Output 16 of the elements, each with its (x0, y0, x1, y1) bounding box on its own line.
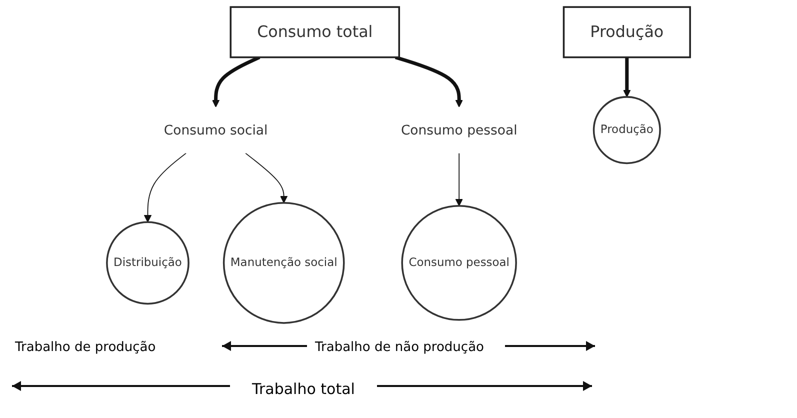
arrow (144, 152, 186, 222)
node-circle: Produção (592, 96, 661, 164)
arrow (394, 56, 463, 108)
node-text: Consumo pessoal (400, 122, 518, 138)
node-box: Consumo total (230, 6, 400, 58)
arrow (455, 152, 463, 206)
arrow (245, 152, 288, 204)
arrow (623, 57, 631, 98)
node-box: Produção (562, 6, 691, 58)
span-label: Trabalho de não produção (315, 340, 484, 355)
node-circle: Distribuição (106, 221, 190, 305)
span-label: Trabalho de produção (15, 340, 156, 355)
node-circle: Consumo pessoal (401, 205, 517, 321)
node-circle: Manutenção social (222, 202, 345, 324)
node-text: Consumo social (164, 122, 268, 138)
arrow (212, 56, 260, 108)
